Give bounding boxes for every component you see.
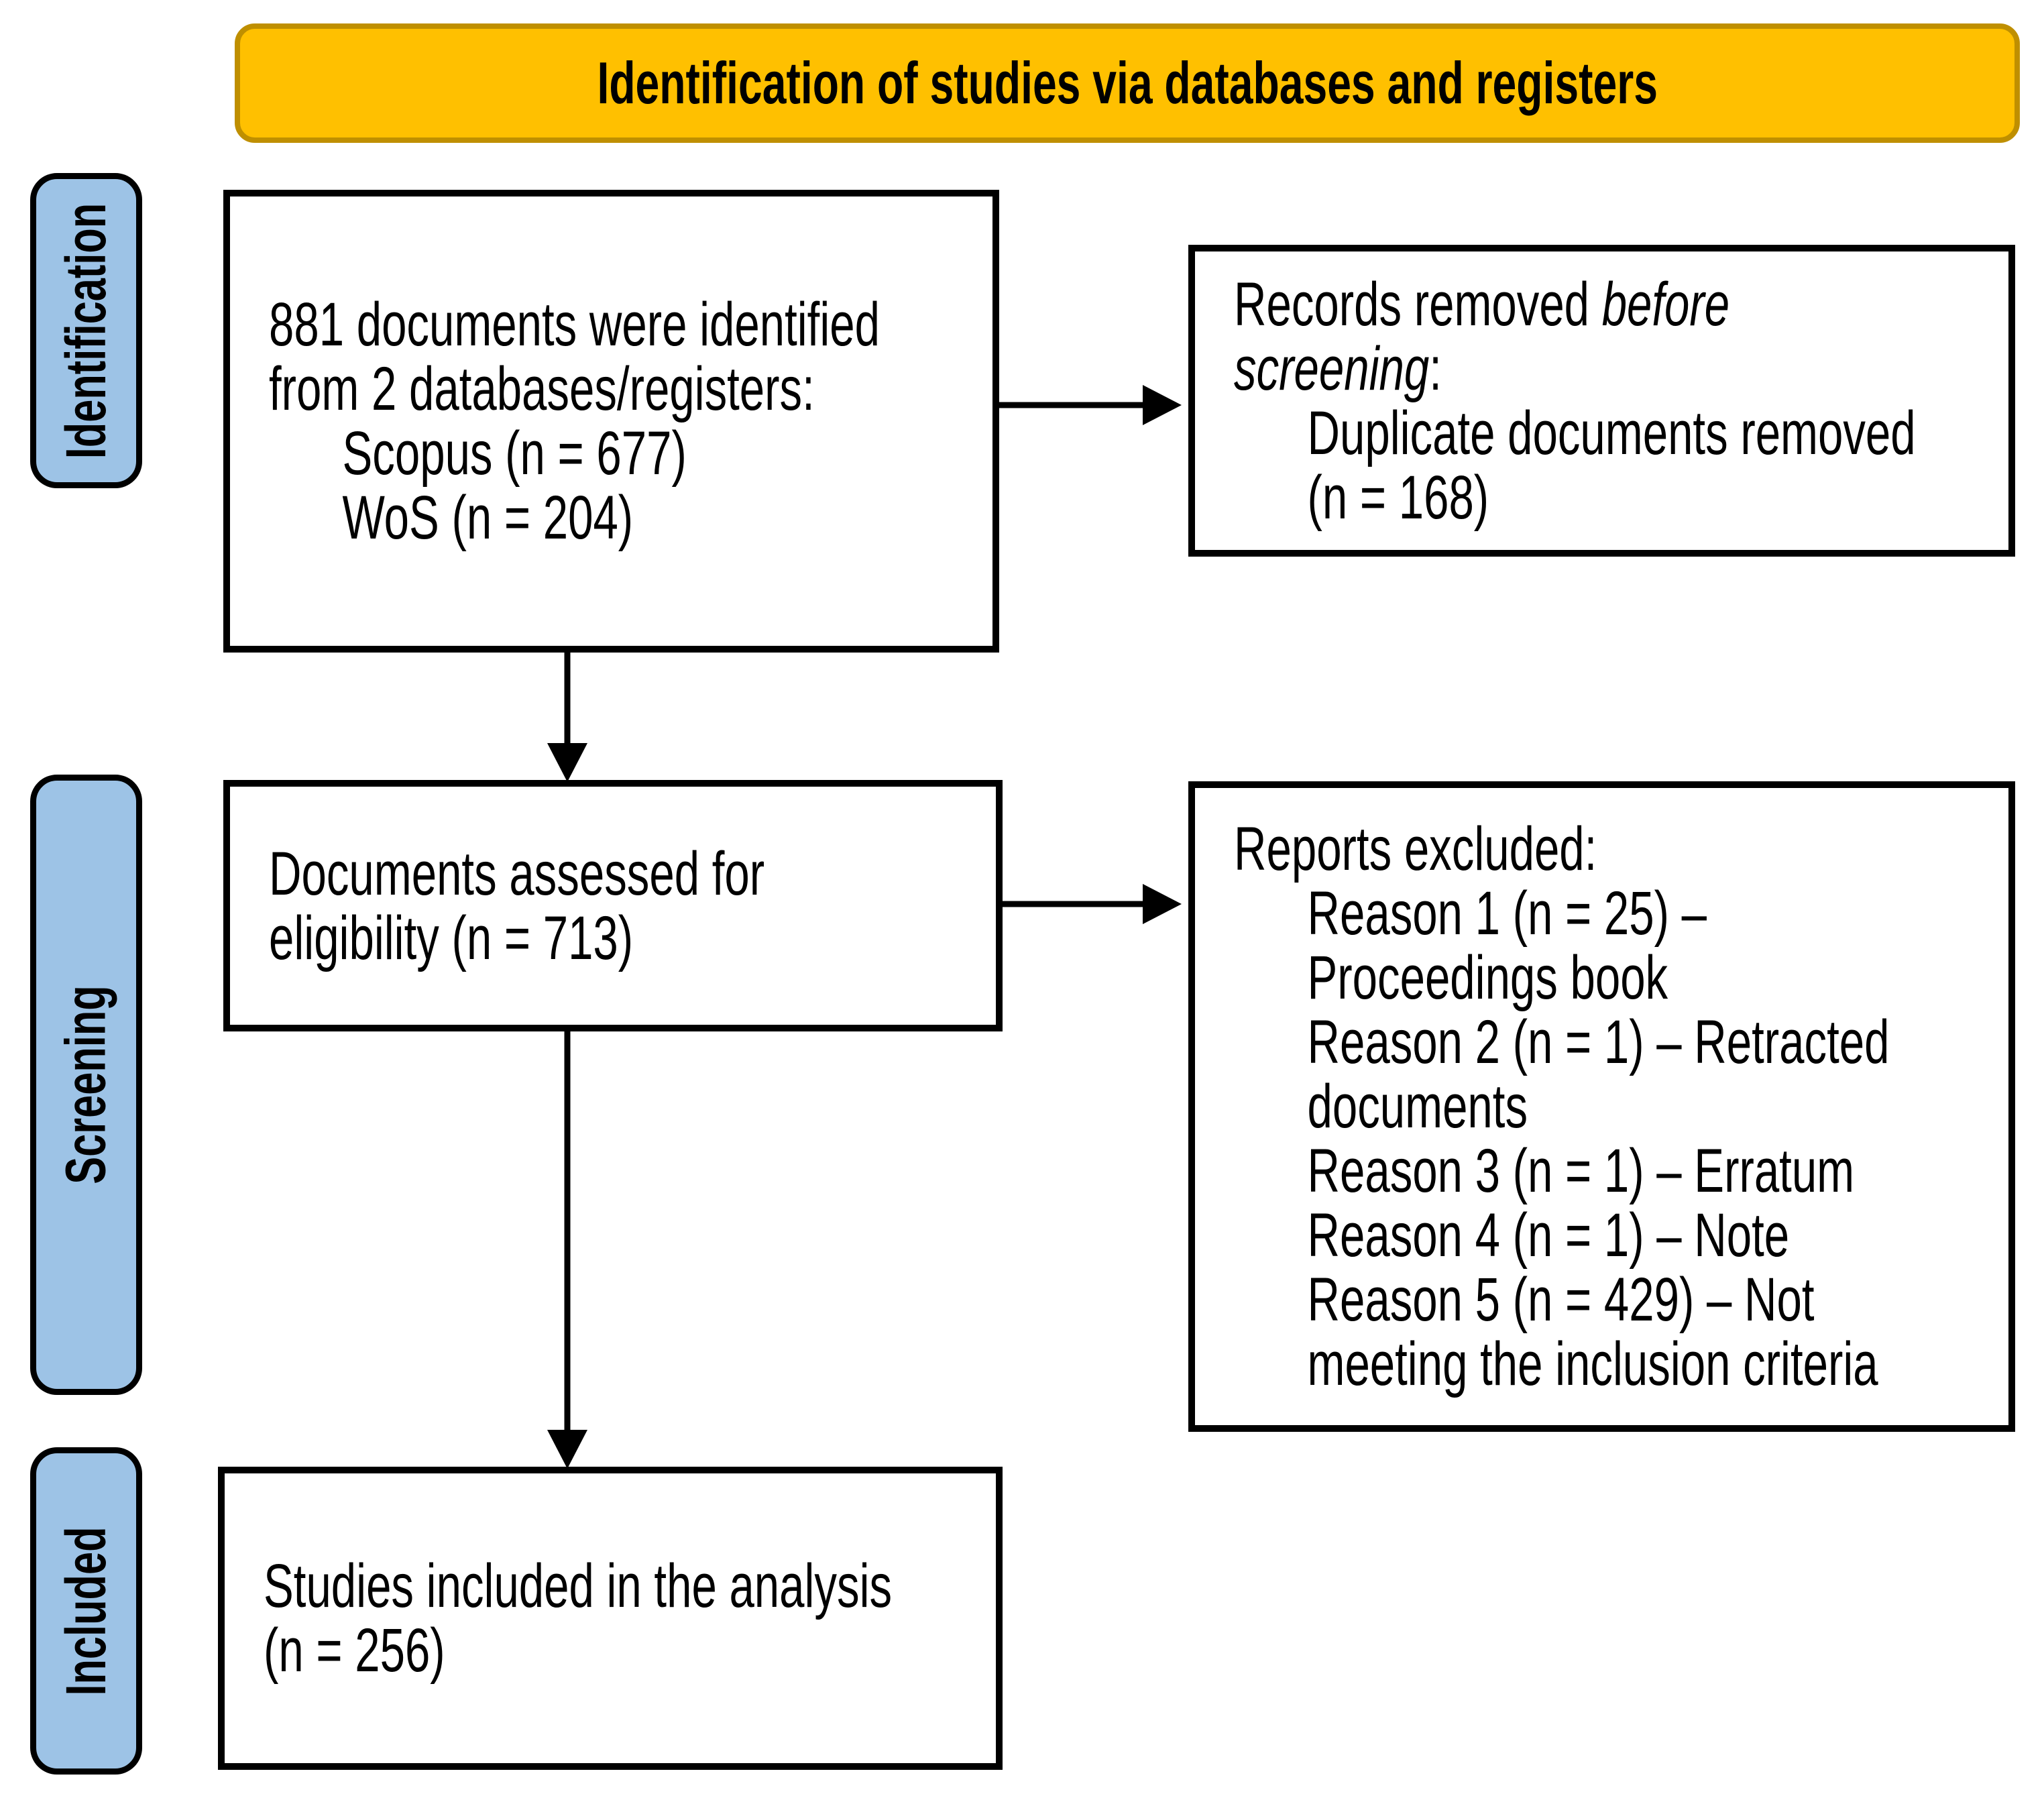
arrow-assessed-to-excluded <box>1001 884 1182 924</box>
text-line: 881 documents were identified <box>269 290 880 359</box>
box-text: 881 documents were identified from 2 dat… <box>269 290 880 552</box>
page-title: Identification of studies via databases … <box>597 50 1658 116</box>
text-line: from 2 databases/registers: <box>269 355 815 423</box>
text-line: WoS (n = 204) <box>342 484 634 552</box>
text-line: Reason 5 (n = 429) – Not <box>1307 1266 1815 1334</box>
text-line: eligibility (n = 713) <box>269 903 634 972</box>
text-segment-italic: screening <box>1234 334 1430 403</box>
header-banner: Identification of studies via databases … <box>235 23 2020 143</box>
box-text: Documents assessed for eligibility (n = … <box>269 842 799 970</box>
box-text: Studies included in the analysis (n = 25… <box>264 1552 893 1685</box>
text-line: meeting the inclusion criteria <box>1307 1330 1878 1398</box>
stage-label-text: Included <box>54 1526 118 1696</box>
stage-label-screening: Screening <box>30 775 142 1395</box>
box-studies-included: Studies included in the analysis (n = 25… <box>218 1467 1003 1770</box>
stage-label-text: Identification <box>54 203 118 459</box>
box-records-identified: 881 documents were identified from 2 dat… <box>223 190 999 653</box>
text-segment-italic: before <box>1601 270 1730 339</box>
text-line: screening: <box>1234 337 1799 401</box>
text-line: Proceedings book <box>1307 944 1668 1012</box>
text-line: Documents assessed for <box>269 839 765 908</box>
text-line: Reason 4 (n = 1) – Note <box>1307 1201 1790 1270</box>
box-documents-assessed: Documents assessed for eligibility (n = … <box>223 780 1003 1031</box>
stage-label-text: Screening <box>54 985 118 1184</box>
text-line: Records removed before <box>1234 272 1799 337</box>
box-records-removed: Records removed before screening: Duplic… <box>1188 245 2015 557</box>
box-text: Records removed before screening: Duplic… <box>1234 272 1916 532</box>
arrow-identified-to-assessed <box>547 652 587 782</box>
text-line: Reason 3 (n = 1) – Erratum <box>1307 1137 1855 1205</box>
text-line: Scopus (n = 677) <box>342 419 687 488</box>
stage-label-included: Included <box>30 1447 142 1775</box>
text-line: Studies included in the analysis <box>264 1552 893 1620</box>
text-segment: Records removed <box>1234 270 1602 339</box>
stage-label-identification: Identification <box>30 173 142 488</box>
text-line: Reports excluded: <box>1234 815 1597 883</box>
text-line: Reason 1 (n = 25) – <box>1307 879 1707 948</box>
text-line: (n = 168) <box>1307 463 1489 532</box>
text-line: Reason 2 (n = 1) – Retracted <box>1307 1008 1890 1076</box>
text-segment: : <box>1429 334 1442 403</box>
box-reports-excluded: Reports excluded: Reason 1 (n = 25) – Pr… <box>1188 781 2015 1432</box>
text-line: documents <box>1307 1072 1528 1141</box>
text-line: Duplicate documents removed <box>1307 398 1916 467</box>
arrow-identified-to-removed <box>998 385 1182 425</box>
arrow-assessed-to-included <box>547 1030 587 1469</box>
box-text: Reports excluded: Reason 1 (n = 25) – Pr… <box>1234 815 1890 1398</box>
text-line: (n = 256) <box>264 1616 445 1685</box>
